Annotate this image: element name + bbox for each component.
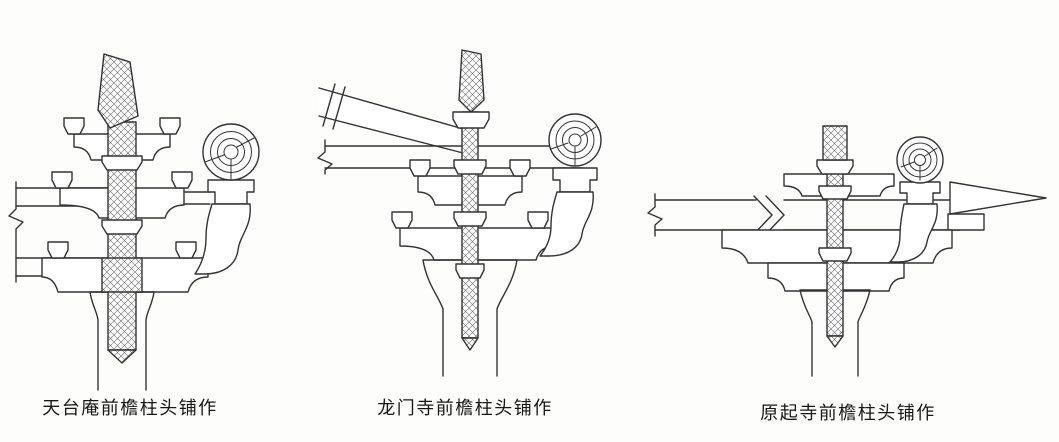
bearing-block	[175, 241, 197, 259]
bearing-block	[509, 159, 531, 177]
drawing-longmen-si	[317, 49, 602, 377]
curved-bracket-arm	[539, 191, 594, 257]
purlin-saddle	[552, 167, 598, 193]
purlin-assembly	[889, 136, 944, 263]
break-slashes	[322, 83, 346, 130]
pointed-beam-group	[947, 181, 1047, 231]
figure-yuanqi-si: 原起寺前檐柱头铺作	[642, 112, 1054, 437]
figure-caption-tiantai-an: 天台庵前檐柱头铺作	[42, 398, 218, 418]
ang-shaft-section	[101, 121, 143, 364]
ang-head-section	[97, 53, 139, 129]
bearing-block	[453, 159, 487, 175]
bearing-block	[47, 241, 69, 259]
pointed-beam-tip	[949, 181, 1047, 215]
bearing-block	[818, 247, 852, 262]
ang-head-section	[822, 125, 848, 161]
beam-lines	[654, 199, 961, 231]
beam-section-block	[101, 257, 143, 293]
figure-longmen-si: 龙门寺前檐柱头铺作	[315, 42, 615, 437]
break-mark	[647, 193, 663, 237]
figure-tiantai-an: 天台庵前檐柱头铺作	[2, 6, 302, 436]
ang-shaft-tip	[826, 335, 844, 348]
wall-beams	[647, 193, 961, 237]
bearing-block	[391, 211, 413, 229]
purlin-grain-lines	[550, 126, 597, 166]
bearing-block	[63, 117, 85, 135]
ang-shaft-section	[816, 159, 854, 348]
bearing-block	[51, 171, 73, 189]
bearing-block	[452, 111, 490, 129]
purlin-assembly	[183, 123, 260, 275]
bearing-block	[101, 155, 143, 171]
beam-lines	[324, 145, 584, 169]
purlin-section	[202, 123, 260, 181]
ang-shaft-section	[452, 111, 490, 351]
bearing-block	[409, 159, 431, 177]
break-mark	[317, 139, 333, 175]
purlin-grain-lines	[900, 147, 938, 181]
drawing-tiantai-an	[8, 53, 260, 391]
connector-lines	[183, 191, 211, 205]
purlin-saddle	[207, 179, 255, 205]
bearing-block	[527, 211, 549, 229]
figure-caption-longmen-si: 龙门寺前檐柱头铺作	[377, 398, 553, 418]
drawing-yuanqi-si	[647, 125, 1047, 377]
bracket-arms	[391, 159, 556, 261]
ang-shaft-tip	[461, 337, 479, 351]
purlin-assembly	[539, 113, 602, 257]
purlin-ring	[568, 133, 582, 147]
wall-beams	[317, 139, 584, 175]
bearing-block	[453, 211, 487, 227]
curved-bracket-arm	[194, 203, 251, 275]
bearing-block	[816, 159, 854, 175]
purlin-section	[896, 136, 944, 184]
bearing-block	[159, 117, 181, 135]
bearing-block	[818, 185, 852, 200]
bearing-block	[101, 219, 143, 235]
ang-head-section	[458, 49, 485, 113]
slanted-beam-group	[318, 83, 468, 155]
purlin-section	[548, 113, 602, 167]
purlin-grain-lines	[204, 137, 255, 180]
chevron-break	[753, 195, 785, 235]
ang-shaft-tip	[107, 349, 137, 364]
break-mark	[8, 181, 24, 283]
bearing-block	[171, 171, 193, 189]
bearing-block	[455, 263, 485, 279]
tip-bearing-block	[947, 213, 985, 231]
figure-caption-yuanqi-si: 原起寺前檐柱头铺作	[760, 403, 936, 423]
curved-bracket-arm	[889, 203, 938, 263]
